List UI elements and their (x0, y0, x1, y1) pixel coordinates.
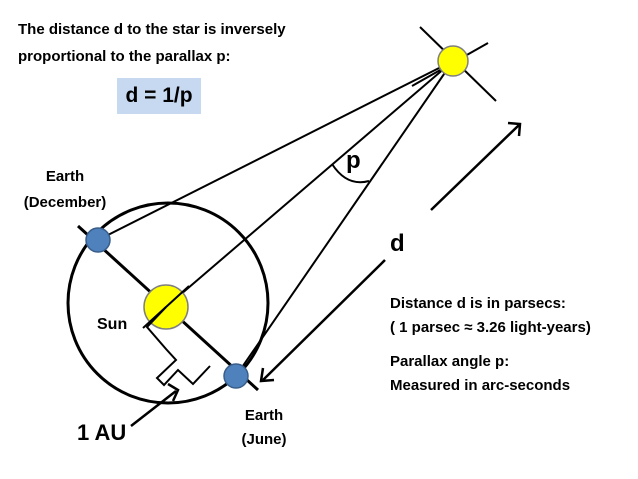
earth-june-label-line-2: (June) (241, 431, 287, 448)
sightline-december (97, 60, 454, 241)
au-arrowhead (167, 382, 180, 402)
angle-info-line-2: Measured in arc-seconds (390, 377, 571, 394)
au-arrow (130, 390, 177, 427)
sun-label: Sun (97, 316, 128, 333)
earth-december-icon (85, 227, 111, 253)
intro-text: The distance d to the star is inversely … (18, 16, 286, 70)
formula-box: d = 1/p (117, 78, 201, 114)
sightline-sun (165, 60, 454, 308)
formula-text: d = 1/p (125, 84, 193, 107)
distance-arrowhead-up (507, 121, 522, 137)
parsec-info-line-1: Distance d is in parsecs: (390, 295, 566, 312)
parallax-label: p (346, 147, 361, 174)
sightline-june (235, 60, 454, 377)
angle-info-line-1: Parallax angle p: (390, 353, 510, 370)
intro-line-1: The distance d to the star is inversely (18, 21, 286, 38)
intro-line-2: proportional to the parallax p: (18, 48, 231, 65)
earth-june-icon (223, 363, 249, 389)
angle-info: Parallax angle p: Measured in arc-second… (390, 350, 570, 398)
star-icon (437, 45, 469, 77)
au-label: 1 AU (77, 420, 127, 445)
earth-december-label: Earth (December) (20, 164, 110, 216)
distance-label: d (390, 230, 405, 257)
distance-arrow-down (262, 259, 386, 381)
earth-june-label-line-1: Earth (244, 407, 284, 424)
earth-june-label: Earth (June) (232, 404, 296, 452)
distance-arrow-up (430, 124, 520, 211)
parsec-info: Distance d is in parsecs: ( 1 parsec ≈ 3… (390, 292, 591, 340)
parallax-angle-arc (331, 163, 370, 184)
distance-arrowhead-down (259, 367, 275, 383)
earth-orbit (66, 201, 270, 405)
earth-december-label-line-1: Earth (45, 168, 85, 185)
parsec-info-line-2: ( 1 parsec ≈ 3.26 light-years) (390, 319, 591, 336)
earth-december-label-line-2: (December) (23, 194, 107, 211)
au-bracket (145, 306, 211, 387)
